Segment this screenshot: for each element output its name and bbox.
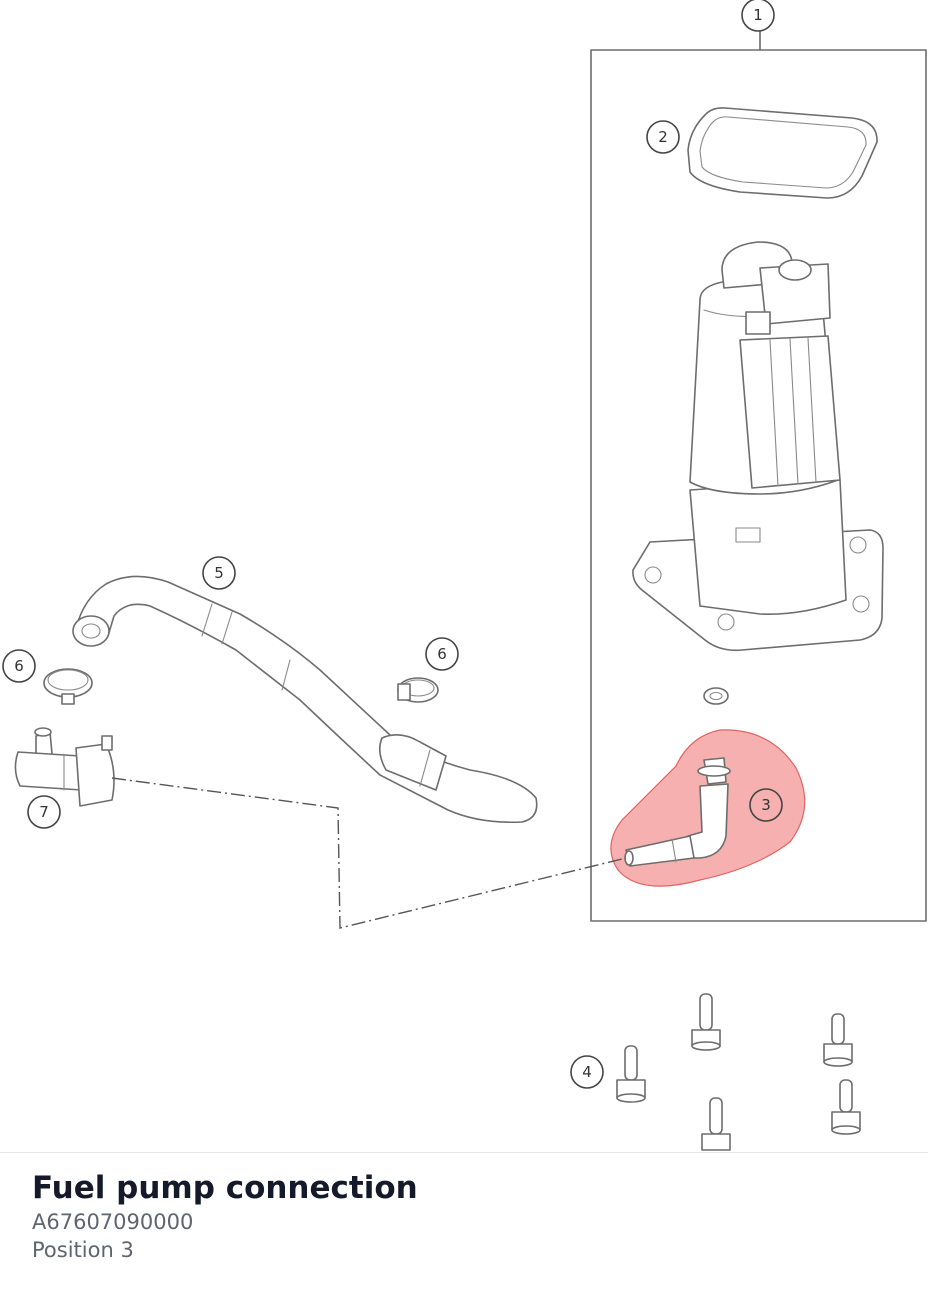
bolt: [616, 1045, 646, 1103]
callout-4[interactable]: 4: [570, 1055, 604, 1089]
callout-2-label: 2: [658, 128, 668, 146]
callout-6-right-label: 6: [437, 645, 447, 663]
part-6-clamp-left[interactable]: [43, 668, 93, 705]
callout-1-label: 1: [753, 6, 763, 24]
small-o-ring: [703, 687, 729, 705]
part-1-fuel-pump[interactable]: [632, 241, 884, 652]
bolt: [701, 1097, 731, 1151]
part-position: Position 3: [32, 1238, 134, 1262]
part-3-elbow-connector[interactable]: [624, 757, 731, 867]
bolt: [831, 1079, 861, 1135]
callout-5[interactable]: 5: [202, 556, 236, 590]
callout-3-label: 3: [761, 796, 771, 814]
callout-2[interactable]: 2: [646, 120, 680, 154]
callout-6-left-label: 6: [14, 657, 24, 675]
callout-7[interactable]: 7: [27, 795, 61, 829]
callout-7-label: 7: [39, 803, 49, 821]
part-5-fuel-hose[interactable]: [72, 575, 538, 824]
callout-5-label: 5: [214, 564, 224, 582]
part-title: Fuel pump connection: [32, 1170, 418, 1206]
callout-6-right[interactable]: 6: [425, 637, 459, 671]
bolt: [823, 1013, 853, 1067]
bolt: [691, 993, 721, 1051]
part-info-panel: Fuel pump connection A67607090000 Positi…: [32, 1168, 896, 1264]
part-2-gasket[interactable]: [687, 107, 878, 199]
exploded-parts-diagram: 1 2 3 4 5 6 6 7: [2, 0, 927, 1151]
part-7-quick-connector[interactable]: [14, 727, 115, 807]
callout-1[interactable]: 1: [741, 0, 775, 32]
callout-3[interactable]: 3: [749, 788, 783, 822]
divider: [0, 1152, 928, 1153]
part-4-bolts[interactable]: [616, 993, 861, 1151]
assembly-frame: [590, 29, 927, 922]
callout-4-label: 4: [582, 1063, 592, 1081]
callout-6-left[interactable]: 6: [2, 649, 36, 683]
connection-line: [111, 777, 627, 929]
part-6-clamp-right[interactable]: [397, 677, 439, 703]
part-number: A67607090000: [32, 1210, 194, 1234]
